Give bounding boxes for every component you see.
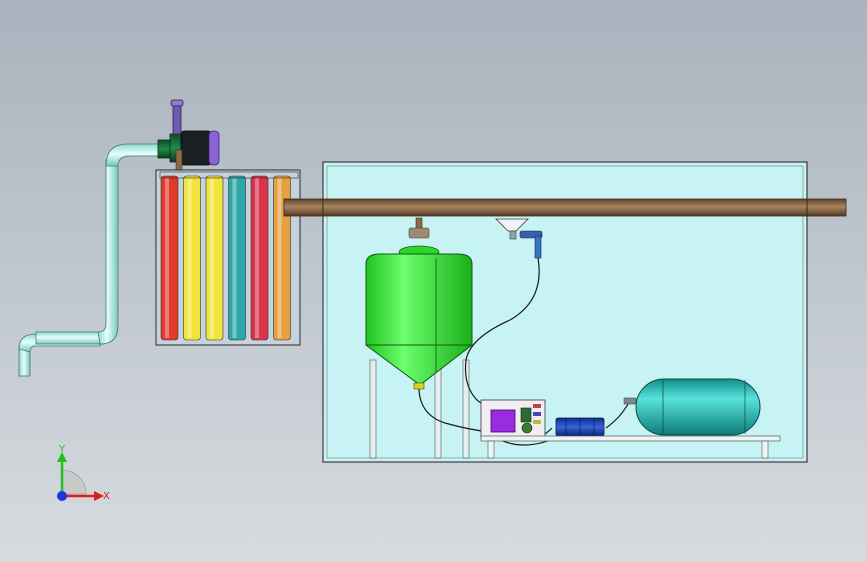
tube-highlight [255, 178, 259, 338]
gas-storage-tank [623, 378, 761, 436]
tube-highlight [187, 178, 192, 338]
y-axis-label: Y [58, 444, 66, 455]
z-axis-dot [57, 491, 67, 501]
tube-3 [205, 175, 224, 341]
x-axis-label: X [103, 491, 110, 502]
inlet-pipe [18, 143, 161, 377]
pump-motor [157, 99, 220, 193]
tube-5 [250, 175, 269, 341]
blue-filter [555, 417, 605, 437]
tube-1 [160, 175, 179, 341]
tube-highlight [210, 178, 214, 338]
tube-6 [273, 175, 291, 341]
tube-bank [155, 169, 301, 346]
tube-highlight [277, 178, 282, 338]
control-board [480, 399, 546, 439]
tube-highlight [165, 178, 169, 338]
tube-highlight [232, 178, 237, 338]
fermenter-vessel [365, 217, 473, 390]
tube-4 [228, 175, 246, 341]
base-platform [480, 435, 781, 459]
gas-collector [495, 218, 543, 259]
tube-2 [183, 175, 201, 341]
coordinate-triad: Y X [57, 444, 110, 502]
